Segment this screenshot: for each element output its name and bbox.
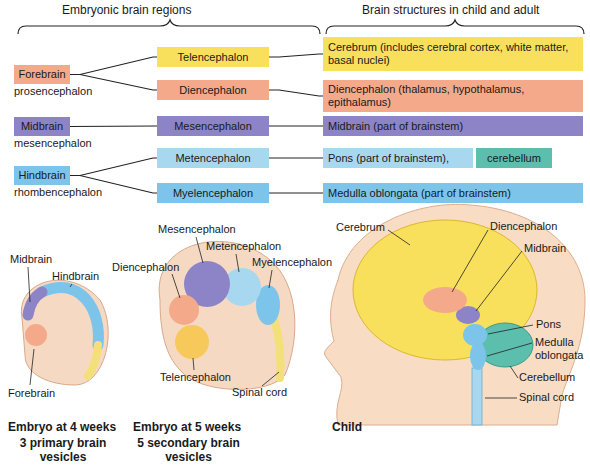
connector-line bbox=[269, 125, 323, 126]
region-box: cerebellum bbox=[476, 148, 552, 168]
leader-line bbox=[488, 325, 533, 334]
leader-line bbox=[262, 372, 279, 386]
region-name: Telencephalon bbox=[178, 51, 249, 64]
forebrain-vesicle bbox=[25, 324, 47, 346]
caption: Child bbox=[332, 420, 362, 434]
hindbrain-tube bbox=[42, 288, 98, 345]
region-name: Mesencephalon bbox=[174, 120, 252, 133]
region-box: Midbrain (part of brainstem) bbox=[323, 116, 583, 136]
connector-line bbox=[70, 57, 157, 75]
part-label: Cerebrum bbox=[336, 221, 385, 234]
region-box: Cerebrum (includes cerebral cortex, whit… bbox=[323, 37, 583, 71]
region-box: Mesencephalon bbox=[157, 116, 269, 136]
leader-line bbox=[70, 284, 72, 287]
part-label: Spinal cord bbox=[232, 386, 287, 399]
region-box: Hindbrainrhombencephalon bbox=[14, 166, 70, 185]
part-label: Cerebellum bbox=[519, 371, 575, 384]
part-label: Telencephalon bbox=[160, 371, 231, 384]
region-box: Forebrainprosencephalon bbox=[14, 65, 70, 84]
connector-line bbox=[70, 158, 157, 176]
telencephalon-vesicle bbox=[175, 325, 209, 359]
column-heading: Brain structures in child and adult bbox=[362, 3, 539, 17]
leader-line bbox=[236, 254, 239, 272]
connector-line bbox=[269, 157, 323, 158]
connector-line bbox=[269, 54, 323, 57]
region-name: Cerebrum (includes cerebral cortex, whit… bbox=[328, 41, 578, 67]
leader-line bbox=[196, 237, 203, 263]
region-box: Diencephalon (thalamus, hypothalamus, ep… bbox=[323, 80, 583, 112]
leader-line bbox=[172, 274, 180, 298]
leader-line bbox=[485, 398, 517, 399]
leader-line bbox=[388, 230, 410, 245]
spinal-cord bbox=[472, 368, 482, 425]
region-term: rhombencephalon bbox=[14, 186, 102, 199]
caption: 5 secondary brain vesicles bbox=[126, 436, 251, 464]
part-label: Mesencephalon bbox=[158, 223, 236, 236]
midbrain-tube bbox=[28, 292, 42, 315]
leader-line bbox=[510, 366, 518, 378]
part-label: Spinal cord bbox=[519, 391, 574, 404]
caption: Embryo at 4 weeks bbox=[8, 420, 116, 434]
region-name: Myelencephalon bbox=[173, 187, 253, 200]
part-label: Forebrain bbox=[8, 387, 55, 400]
region-box: Midbrainmesencephalon bbox=[14, 117, 70, 136]
region-box: Pons (part of brainstem), bbox=[323, 148, 473, 168]
region-name: Midbrain bbox=[21, 120, 63, 133]
pons bbox=[463, 324, 487, 346]
part-label: Myelencephalon bbox=[252, 256, 332, 269]
caption: 3 primary brain vesicles bbox=[8, 436, 118, 464]
region-box: Myelencephalon bbox=[157, 183, 269, 203]
region-term: prosencephalon bbox=[14, 85, 92, 98]
region-name: Forebrain bbox=[18, 68, 65, 81]
region-term: mesencephalon bbox=[14, 137, 92, 150]
leader-line bbox=[269, 270, 272, 288]
caption: Embryo at 5 weeks bbox=[133, 420, 241, 434]
part-label: Midbrain bbox=[524, 242, 566, 255]
child-head bbox=[325, 204, 585, 425]
embryo-body bbox=[21, 280, 108, 385]
column-heading: Embryonic brain regions bbox=[62, 3, 191, 17]
diencephalon bbox=[423, 287, 467, 313]
leader-line bbox=[476, 251, 522, 311]
part-label: Pons bbox=[536, 318, 561, 331]
part-label: Diencephalon bbox=[112, 261, 179, 274]
region-name: Hindbrain bbox=[18, 169, 65, 182]
diencephalon-vesicle bbox=[169, 295, 199, 325]
spinal-cord bbox=[274, 318, 281, 378]
leader-line bbox=[487, 343, 532, 356]
part-label: Hindbrain bbox=[52, 270, 99, 283]
part-label: Metencephalon bbox=[206, 240, 281, 253]
connector-line bbox=[70, 125, 157, 127]
leader-line bbox=[193, 358, 194, 370]
region-name: cerebellum bbox=[487, 152, 541, 165]
bracket bbox=[326, 20, 584, 34]
region-name: Midbrain (part of brainstem) bbox=[328, 120, 463, 133]
connector-line bbox=[269, 192, 323, 193]
leader-line bbox=[452, 230, 488, 292]
region-box: Diencephalon bbox=[157, 80, 269, 100]
part-label: Diencephalon bbox=[490, 220, 557, 233]
leader-line bbox=[28, 267, 30, 302]
region-box: Telencephalon bbox=[157, 47, 269, 67]
region-name: Diencephalon bbox=[179, 84, 246, 97]
medulla bbox=[470, 342, 486, 370]
region-box: Medulla oblongata (part of brainstem) bbox=[323, 183, 583, 203]
part-label: Medulla oblongata bbox=[535, 336, 585, 362]
spinal-tube bbox=[88, 345, 98, 376]
connector-line bbox=[269, 90, 323, 96]
region-name: Medulla oblongata (part of brainstem) bbox=[328, 187, 511, 200]
bracket bbox=[18, 20, 320, 34]
region-box: Metencephalon bbox=[157, 148, 269, 168]
region-name: Metencephalon bbox=[175, 152, 250, 165]
region-name: Pons (part of brainstem), bbox=[328, 152, 449, 165]
region-name: Diencephalon (thalamus, hypothalamus, ep… bbox=[328, 83, 578, 109]
leader-line bbox=[30, 349, 34, 385]
part-label: Midbrain bbox=[10, 253, 52, 266]
